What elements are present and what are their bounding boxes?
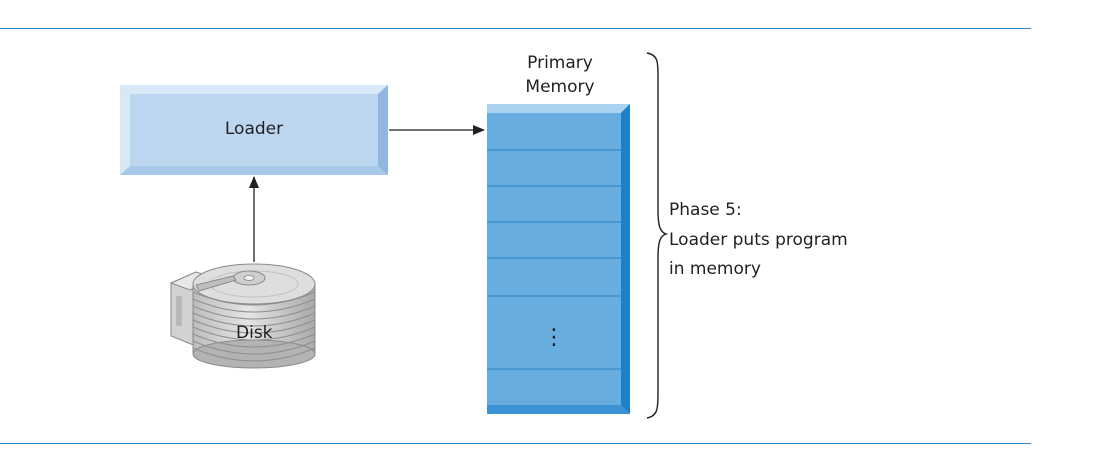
phase-brace — [646, 52, 669, 419]
primary-memory-label-line2: Memory — [525, 77, 595, 97]
bottom-rule — [0, 443, 1031, 444]
primary-memory-label-line1: Primary — [527, 53, 593, 73]
phase-description: Phase 5: Loader puts program in memory — [669, 196, 848, 285]
phase-description-line2: in memory — [669, 259, 761, 279]
disk-label: Disk — [236, 323, 273, 343]
phase-title: Phase 5: — [669, 200, 742, 220]
phase-description-line1: Loader puts program — [669, 229, 848, 250]
memory-cell-dividers — [487, 149, 621, 370]
loader-label: Loader — [224, 119, 284, 139]
disk-icon — [169, 263, 316, 369]
primary-memory-block: ⋮ — [487, 104, 630, 414]
primary-memory-label: Primary Memory — [495, 51, 625, 99]
loader-box — [120, 85, 388, 175]
memory-ellipsis: ⋮ — [543, 325, 565, 350]
top-rule — [0, 28, 1031, 29]
